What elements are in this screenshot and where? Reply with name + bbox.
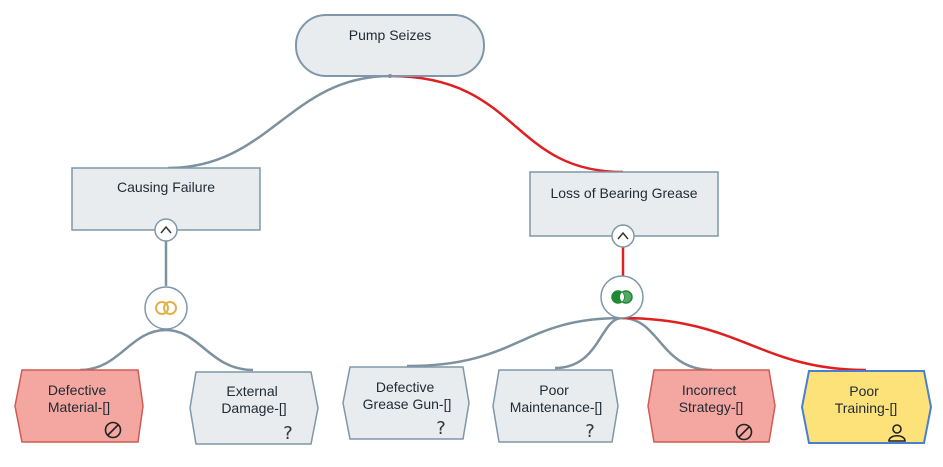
person-icon	[888, 424, 906, 442]
leaf-label-line: Damage-[]	[221, 400, 286, 416]
connector-gate2-to-incorrect-strategy	[621, 316, 713, 372]
chevron-up-icon[interactable]	[611, 224, 635, 248]
leaf-label: External Damage-[]	[221, 383, 286, 416]
leaf-label-line: Incorrect	[682, 382, 737, 398]
leaf-label-line: Training-[]	[835, 400, 898, 416]
leaf-label: Defective Grease Gun-[]	[363, 379, 452, 412]
connector-root-to-causing-failure	[167, 74, 391, 170]
connector-gate2-to-defective-grease-gun	[406, 316, 623, 368]
leaf-label-line: Defective	[48, 382, 107, 398]
leaf-label: Poor Maintenance-[]	[510, 382, 603, 415]
chevron-up-icon[interactable]	[154, 218, 178, 242]
no-entry-icon	[735, 423, 753, 441]
connector-gate2-to-poor-maintenance	[554, 316, 623, 370]
connector-gate1-to-external-damage	[165, 328, 254, 372]
leaf-defective-material[interactable]: Defective Material-[]	[14, 369, 144, 443]
leaf-defective-grease-gun[interactable]: Defective Grease Gun-[] ?	[342, 366, 470, 440]
and-gate-icon[interactable]	[144, 286, 188, 330]
question-icon: ?	[585, 421, 595, 442]
connector-gate2-to-poor-training	[621, 316, 867, 372]
leaf-label-line: Strategy-[]	[679, 399, 744, 415]
leaf-label: Poor Training-[]	[835, 383, 898, 416]
leaf-label-line: External	[226, 383, 277, 399]
branch-loss-of-bearing-grease-label: Loss of Bearing Grease	[550, 185, 697, 201]
or-gate-icon[interactable]	[600, 275, 644, 319]
leaf-poor-training[interactable]: Poor Training-[]	[800, 370, 933, 444]
connector-gate1-to-defective-material	[79, 328, 167, 372]
connector-root-to-loss-of-bearing-grease	[389, 74, 624, 174]
root-anchor-dot	[388, 74, 392, 78]
branch-causing-failure-label: Causing Failure	[117, 179, 215, 195]
leaf-label-line: Poor	[539, 382, 569, 398]
leaf-label-line: Poor	[849, 383, 879, 399]
no-entry-icon	[104, 421, 122, 439]
root-node-label: Pump Seizes	[349, 27, 431, 43]
leaf-label: Incorrect Strategy-[]	[679, 382, 744, 415]
leaf-label-line: Grease Gun-[]	[363, 396, 452, 412]
leaf-external-damage[interactable]: External Damage-[] ?	[189, 371, 319, 445]
leaf-incorrect-strategy[interactable]: Incorrect Strategy-[]	[647, 369, 776, 443]
leaf-label-line: Maintenance-[]	[510, 399, 603, 415]
leaf-label-line: Material-[]	[48, 399, 110, 415]
root-node[interactable]: Pump Seizes	[295, 14, 485, 78]
leaf-label-line: Defective	[376, 379, 435, 395]
leaf-label: Defective Material-[]	[48, 382, 110, 415]
leaf-poor-maintenance[interactable]: Poor Maintenance-[] ?	[492, 369, 619, 443]
question-icon: ?	[436, 418, 446, 439]
connectors	[79, 74, 867, 372]
question-icon: ?	[283, 423, 293, 444]
